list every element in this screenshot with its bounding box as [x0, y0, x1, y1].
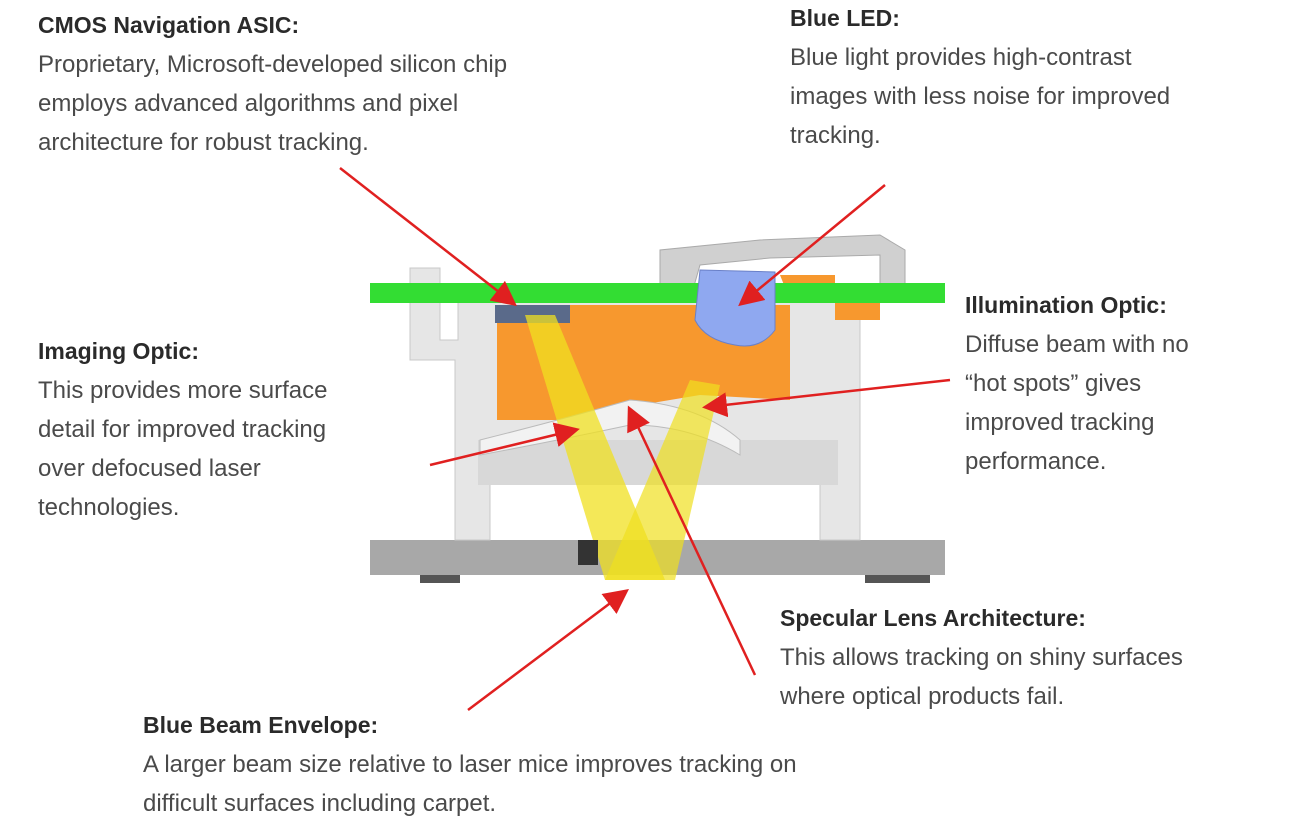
callout-line: This provides more surface: [38, 377, 328, 404]
callout-title: Blue Beam Envelope:: [143, 712, 379, 738]
callout-title: Specular Lens Architecture:: [780, 605, 1086, 631]
callout-title: Illumination Optic:: [965, 292, 1167, 318]
callout-line: improved tracking: [965, 409, 1155, 436]
callout-line: employs advanced algorithms and pixel: [38, 90, 459, 117]
arrow-cmos: [339, 167, 517, 307]
callout-line: tracking.: [790, 122, 881, 149]
callout-line: performance.: [965, 448, 1107, 475]
arrow-beam: [467, 588, 629, 711]
imaging-beam: [525, 315, 665, 580]
callout-imaging: Imaging Optic: This provides more surfac…: [38, 338, 327, 527]
callout-title: Imaging Optic:: [38, 338, 199, 364]
callout-line: where optical products fail.: [780, 683, 1065, 710]
callout-line: technologies.: [38, 494, 180, 521]
callout-line: architecture for robust tracking.: [38, 129, 369, 156]
callout-specular: Specular Lens Architecture: This allows …: [780, 605, 1183, 716]
pcb: [370, 283, 945, 303]
callout-line: This allows tracking on shiny surfaces: [780, 644, 1183, 671]
callout-cmos: CMOS Navigation ASIC: Proprietary, Micro…: [38, 12, 507, 162]
callout-line: over defocused laser: [38, 455, 261, 482]
arrow-specular: [627, 405, 757, 676]
callout-line: images with less noise for improved: [790, 83, 1171, 110]
callout-line: difficult surfaces including carpet.: [143, 790, 497, 817]
callout-title: CMOS Navigation ASIC:: [38, 12, 300, 38]
callout-line: detail for improved tracking: [38, 416, 327, 443]
callout-line: A larger beam size relative to laser mic…: [143, 751, 797, 778]
callout-blue-led: Blue LED: Blue light provides high-contr…: [790, 5, 1170, 155]
arrow-blue-led: [738, 184, 886, 307]
arrow-illumination: [702, 378, 951, 418]
callout-illumination: Illumination Optic: Diffuse beam with no…: [965, 292, 1189, 481]
arrow-imaging: [429, 422, 580, 467]
callout-beam: Blue Beam Envelope: A larger beam size r…: [143, 712, 797, 823]
blue-led: [694, 269, 776, 347]
callout-title: Blue LED:: [790, 5, 900, 31]
callout-line: Blue light provides high-contrast: [790, 44, 1132, 71]
callout-line: Proprietary, Microsoft-developed silicon…: [38, 51, 508, 78]
callout-line: “hot spots” gives: [965, 370, 1142, 397]
callout-line: Diffuse beam with no: [965, 331, 1189, 358]
